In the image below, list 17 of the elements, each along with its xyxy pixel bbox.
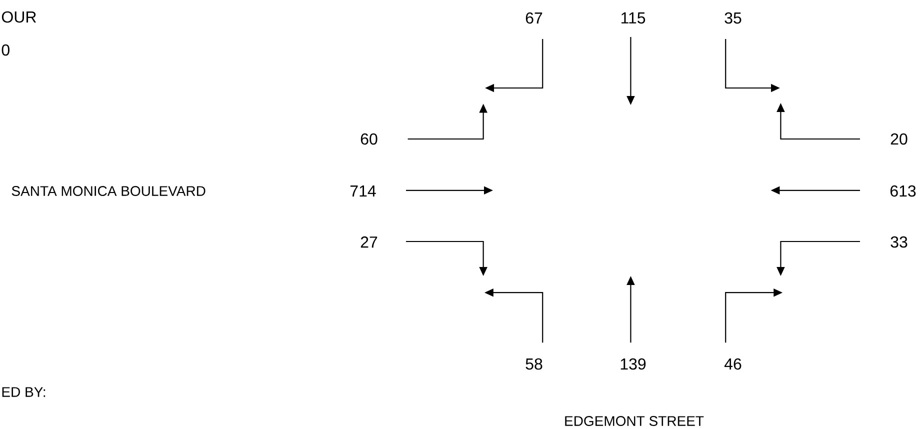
heading-text: 0	[2, 44, 10, 56]
volume-number: 33	[890, 236, 908, 248]
volume-number: 714	[350, 186, 376, 196]
volume-number: 58	[526, 358, 542, 370]
volume-number: 67	[526, 12, 542, 24]
volume-number: 60	[360, 133, 378, 145]
volume-number: 20	[890, 133, 908, 145]
heading-text: OUR	[2, 11, 36, 23]
volume-number: 46	[724, 358, 742, 370]
volume-number: 27	[360, 236, 378, 248]
street-name: SANTA MONICA BOULEVARD	[12, 186, 206, 196]
street-name: EDGEMONT STREET	[565, 416, 704, 426]
note-text: ED BY:	[2, 387, 46, 397]
volume-number: 115	[621, 12, 646, 24]
volume-number: 139	[620, 358, 646, 370]
volume-number: 613	[890, 185, 916, 197]
volume-number: 35	[724, 12, 742, 24]
